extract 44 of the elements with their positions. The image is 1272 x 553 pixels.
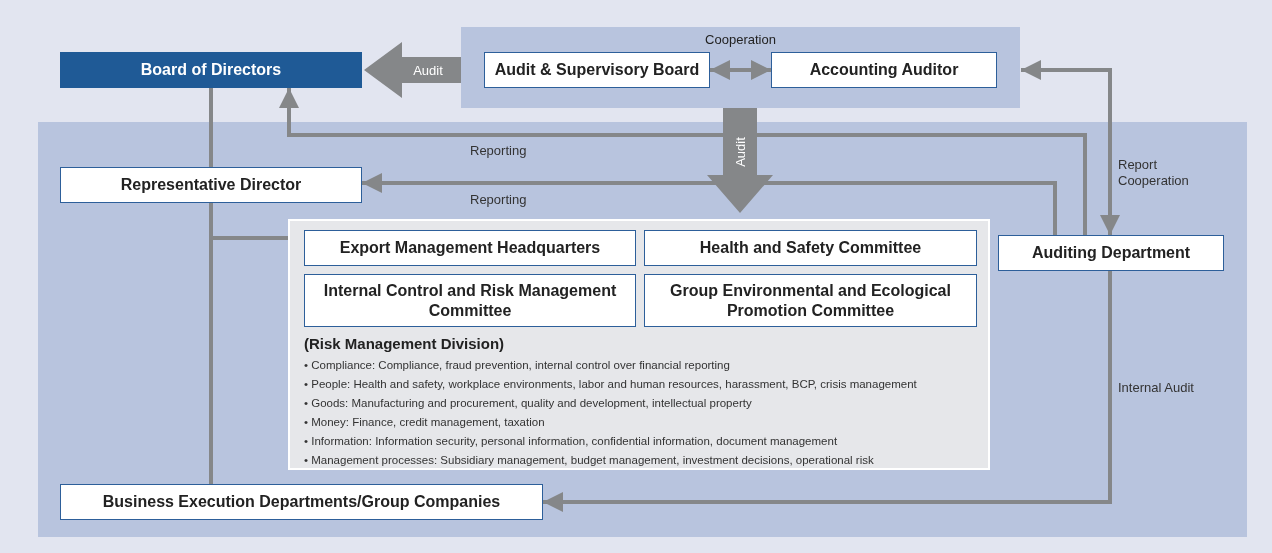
block-arrow xyxy=(364,42,461,98)
band-heading: Cooperation xyxy=(704,32,777,47)
committee-box xyxy=(304,274,636,327)
box-label: Board of Directors xyxy=(139,60,283,80)
connector-line xyxy=(209,203,288,240)
bullet-item: • Money: Finance, credit management, taxation xyxy=(304,415,546,430)
committee-box xyxy=(644,230,977,266)
board-box xyxy=(60,52,362,88)
box-label: Audit & Supervisory Board xyxy=(493,60,701,80)
arrow xyxy=(1021,60,1120,235)
committee-box xyxy=(644,274,977,327)
organization-band xyxy=(38,122,1247,537)
cooperation-band xyxy=(461,27,1020,108)
box-label: Accounting Auditor xyxy=(808,60,960,80)
risk-panel xyxy=(288,219,990,470)
bullet-item: • Management processes: Subsidiary management, budget management, investment decisions, operational risk xyxy=(304,453,875,468)
process-box xyxy=(771,52,997,88)
bullet-item: • Information: Information security, personal information, confidential information, document management xyxy=(304,434,839,449)
arrow xyxy=(543,271,1112,512)
arrow xyxy=(710,60,771,80)
box-label: Auditing Department xyxy=(1030,243,1192,263)
panel-heading: (Risk Management Division) xyxy=(304,335,506,352)
box-label: Business Execution Departments/Group Companies xyxy=(101,492,502,512)
box-label: Internal Control and Risk Management Committee xyxy=(322,280,618,321)
edge-label: Reporting xyxy=(470,143,527,159)
box-label: Health and Safety Committee xyxy=(698,238,923,258)
connector-line xyxy=(209,88,213,167)
edge-label: Audit xyxy=(413,62,443,78)
committee-box xyxy=(304,230,636,266)
process-box xyxy=(998,235,1224,271)
edge-label: Reporting xyxy=(470,192,527,208)
box-label: Export Management Headquarters xyxy=(338,238,602,258)
bullet-item: • Compliance: Compliance, fraud prevention, internal control over financial reporting xyxy=(304,358,731,373)
bullet-item: • People: Health and safety, workplace environments, labor and human resources, harassment, BCP, crisis management xyxy=(304,377,918,392)
box-label: Group Environmental and Ecological Promotion Committee xyxy=(669,280,952,321)
block-arrow xyxy=(707,108,773,213)
bullet-item: • Goods: Manufacturing and procurement, quality and development, intellectual property xyxy=(304,396,753,411)
process-box xyxy=(60,484,543,520)
process-box xyxy=(484,52,710,88)
box-label: Representative Director xyxy=(119,175,303,195)
edge-label: Audit xyxy=(732,137,748,167)
arrow xyxy=(362,173,1057,235)
process-box xyxy=(60,167,362,203)
arrow xyxy=(279,88,1087,235)
